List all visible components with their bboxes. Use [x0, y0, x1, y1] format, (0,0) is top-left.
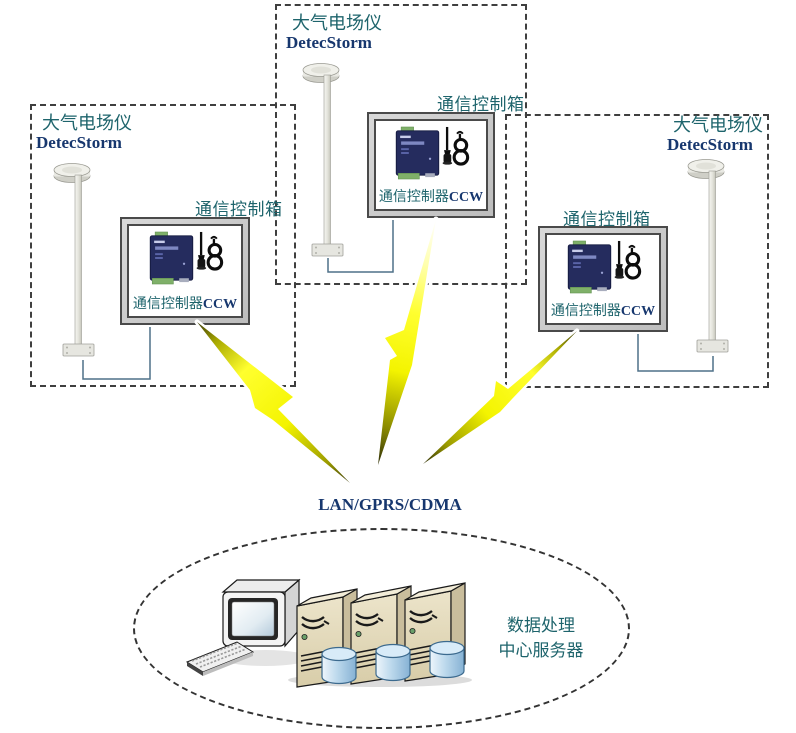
controller-label: 通信控制器CCW	[550, 304, 656, 319]
controller-box-center: 通信控制器CCW	[367, 112, 495, 218]
station-boundary-right	[505, 114, 769, 388]
network-link-label: LAN/GPRS/CDMA	[318, 495, 462, 514]
sensor-name: DetecStorm	[667, 135, 753, 154]
sensor-label: 大气电场仪	[292, 13, 382, 33]
controller-box-inner: 通信控制器CCW	[127, 224, 243, 318]
database-cylinder-icon	[429, 640, 465, 679]
sensor-name: DetecStorm	[286, 33, 372, 52]
station-boundary-left	[30, 104, 296, 387]
database-cylinder-icon	[375, 643, 411, 682]
controller-label: 通信控制器CCW	[132, 297, 238, 312]
field-mill-sensor-icon	[302, 63, 344, 257]
keyboard-icon	[185, 641, 255, 676]
controller-box-right: 通信控制器CCW	[538, 226, 668, 332]
database-cylinder-icon	[321, 646, 357, 685]
datacenter-label: 数据处理 中心服务器	[486, 613, 596, 663]
datacenter-cluster	[185, 578, 472, 688]
station-title-left: 大气电场仪 DetecStorm	[36, 113, 132, 153]
control-box-label-center: 通信控制箱	[437, 95, 525, 114]
datacenter-boundary-ellipse	[133, 528, 630, 729]
sensor-label: 大气电场仪	[42, 113, 132, 133]
control-box-label-left: 通信控制箱	[195, 200, 283, 219]
desktop-computer-icon	[221, 578, 301, 648]
datacenter-label-line1: 数据处理	[507, 616, 575, 635]
controller-box-inner: 通信控制器CCW	[545, 233, 661, 325]
station-title-center: 大气电场仪 DetecStorm	[286, 13, 382, 53]
controller-box-inner: 通信控制器CCW	[374, 119, 488, 211]
field-mill-sensor-icon	[687, 159, 729, 353]
ccw-controller-icon	[394, 126, 470, 180]
datacenter-label-line2: 中心服务器	[498, 641, 584, 660]
controller-box-left: 通信控制器CCW	[120, 217, 250, 325]
controller-label: 通信控制器CCW	[378, 190, 484, 205]
ccw-controller-icon	[566, 240, 642, 294]
field-mill-sensor-icon	[53, 163, 95, 357]
control-box-label-right: 通信控制箱	[563, 210, 651, 229]
sensor-label: 大气电场仪	[673, 115, 763, 135]
ccw-controller-icon	[148, 231, 224, 285]
station-title-right: 大气电场仪 DetecStorm	[667, 115, 763, 155]
sensor-name: DetecStorm	[36, 133, 122, 152]
